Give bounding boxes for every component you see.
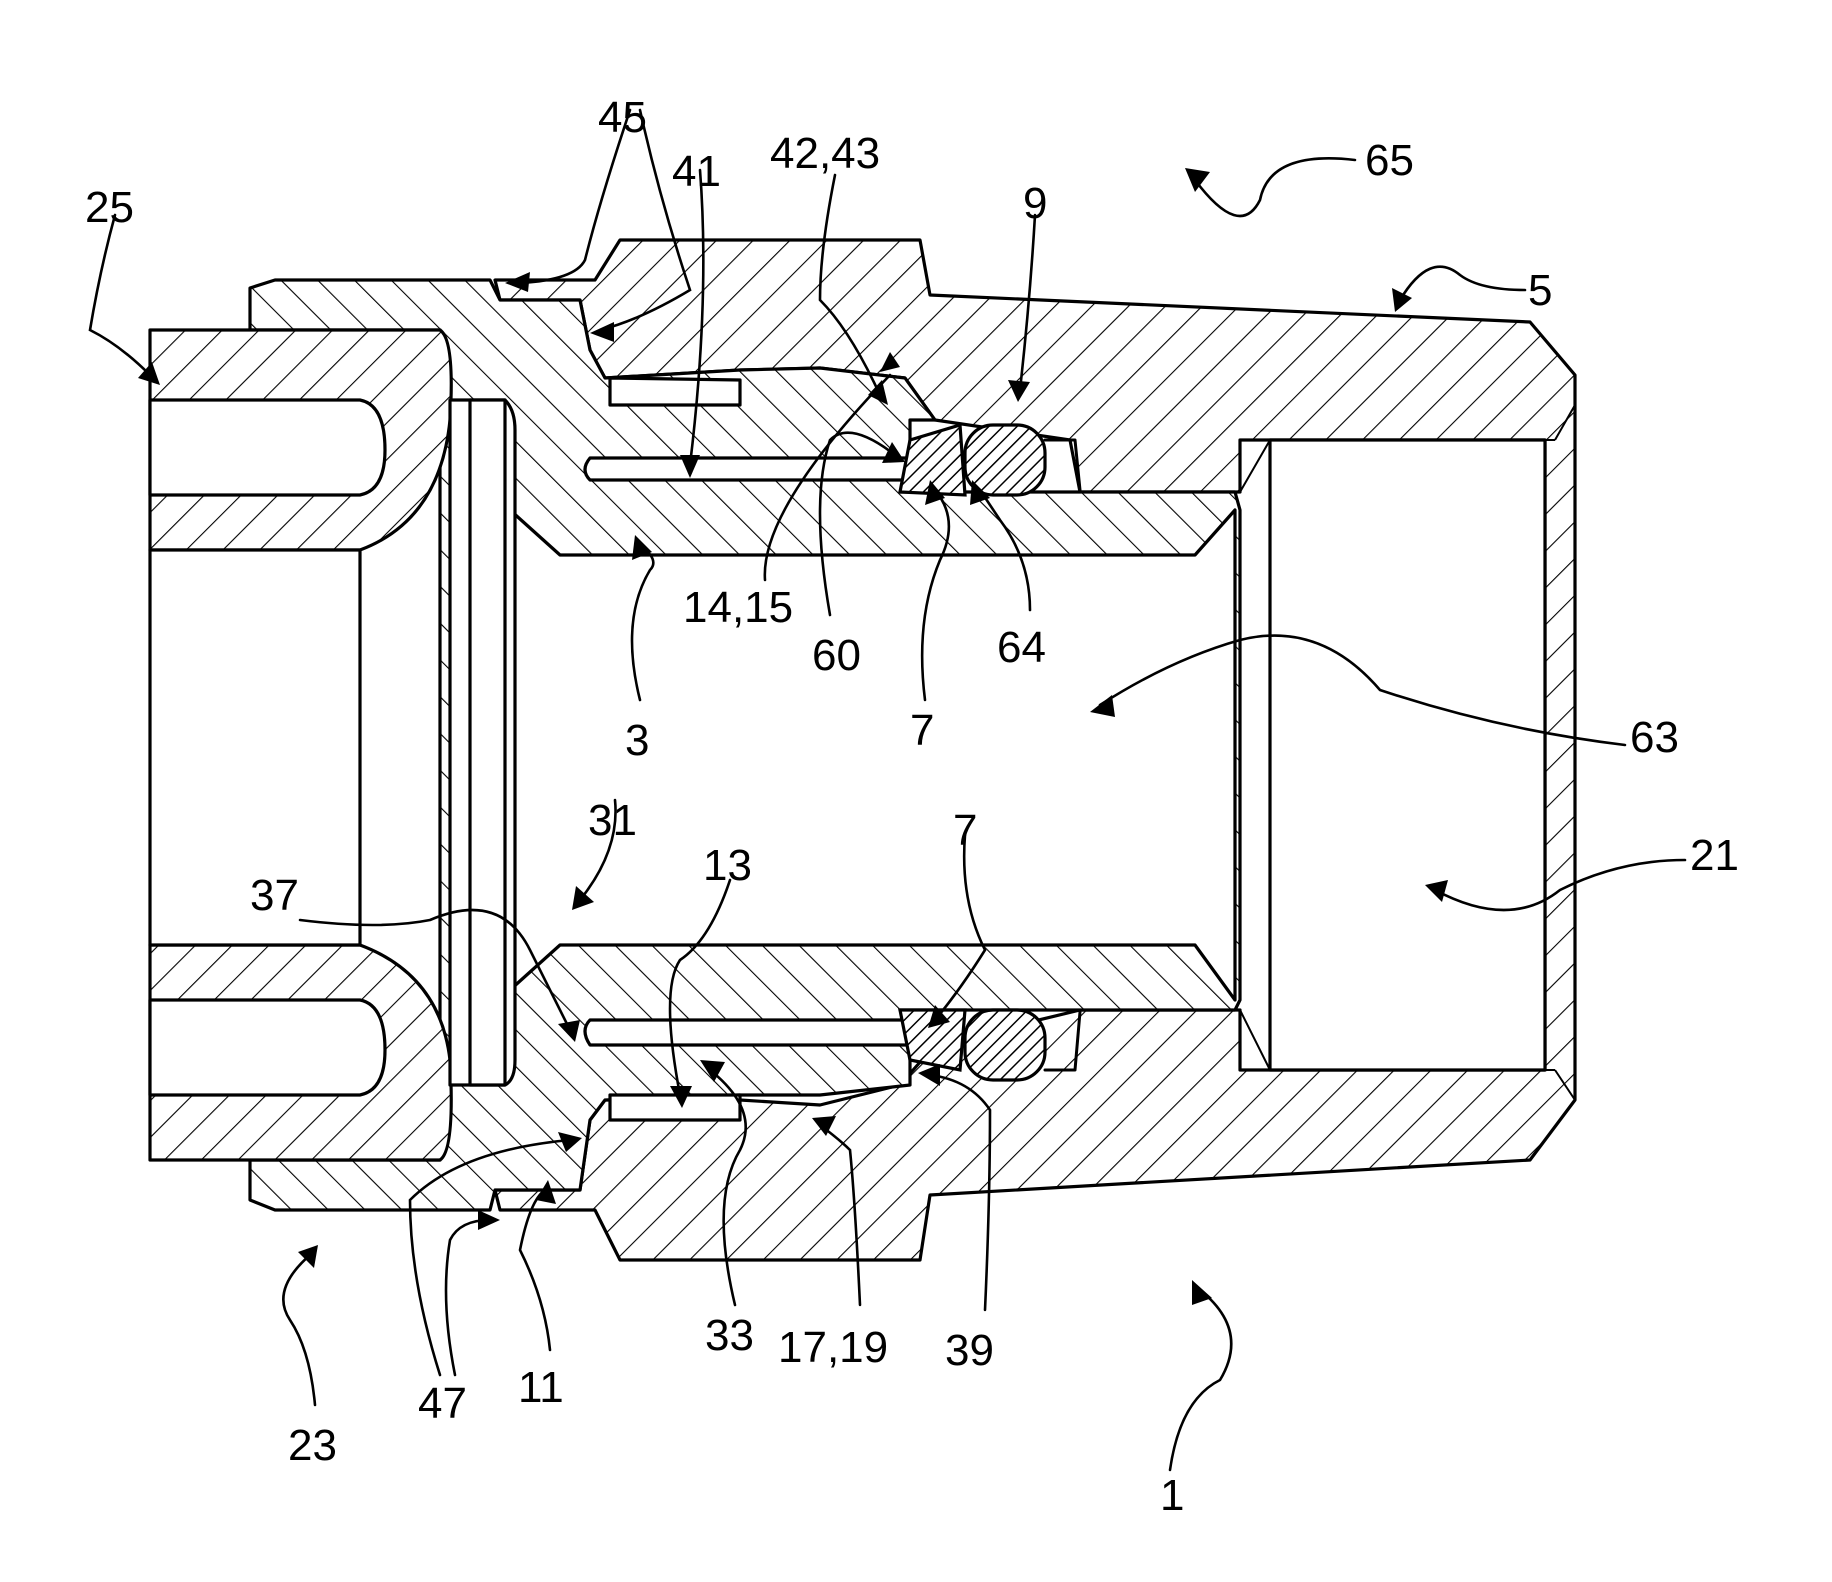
- label-64: 64: [997, 623, 1046, 672]
- label-41: 41: [672, 147, 721, 196]
- label-7-lower: 7: [953, 806, 977, 855]
- label-31: 31: [588, 796, 637, 845]
- o-ring-upper: [965, 425, 1045, 495]
- label-9: 9: [1023, 179, 1047, 228]
- label-60: 60: [812, 631, 861, 680]
- label-63: 63: [1630, 713, 1679, 762]
- label-33: 33: [705, 1311, 754, 1360]
- label-13: 13: [703, 841, 752, 890]
- label-39: 39: [945, 1326, 994, 1375]
- label-65: 65: [1365, 136, 1414, 185]
- label-42-43: 42,43: [770, 129, 880, 178]
- label-1: 1: [1160, 1471, 1184, 1520]
- label-5: 5: [1528, 266, 1552, 315]
- label-47: 47: [418, 1379, 467, 1428]
- label-23: 23: [288, 1421, 337, 1470]
- o-ring-lower: [965, 1010, 1045, 1080]
- label-14-15: 14,15: [683, 583, 793, 632]
- label-45: 45: [598, 93, 647, 142]
- label-37: 37: [250, 871, 299, 920]
- label-17-19: 17,19: [778, 1323, 888, 1372]
- label-3: 3: [625, 716, 649, 765]
- label-7-upper: 7: [910, 706, 934, 755]
- label-11: 11: [518, 1363, 564, 1412]
- label-25: 25: [85, 183, 134, 232]
- label-21: 21: [1690, 831, 1739, 880]
- left-connector: [150, 330, 515, 1160]
